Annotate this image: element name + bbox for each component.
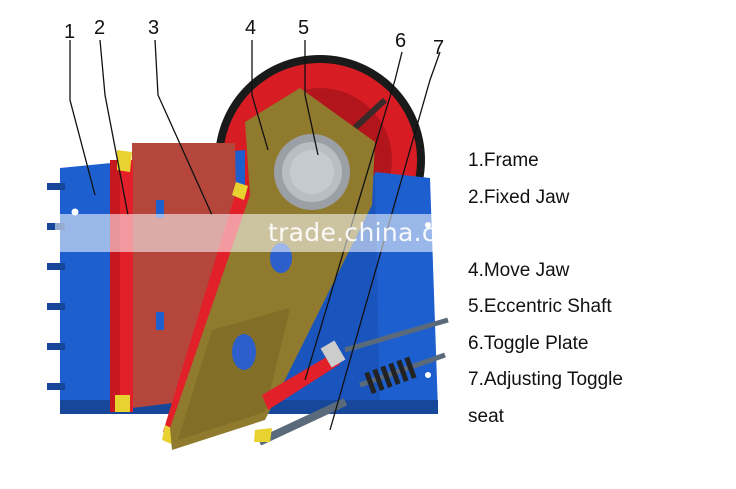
adjusting-toggle-seat: [254, 317, 449, 446]
fixed-jaw: [110, 150, 133, 412]
callout-1: 1: [64, 21, 75, 43]
watermark-band: [55, 214, 680, 252]
callout-6: 6: [395, 30, 406, 52]
callout-7: 7: [433, 37, 444, 59]
legend-item-7-line2: seat: [468, 405, 504, 427]
callout-3: 3: [148, 17, 159, 39]
legend: 1.Frame 2.Fixed Jaw 4.Move Jaw 5.Eccentr…: [468, 143, 623, 435]
legend-item-eccentric-shaft: 5.Eccentric Shaft: [468, 296, 612, 317]
legend-item-7-line1: 7.Adjusting Toggle: [468, 369, 623, 390]
legend-item-frame: 1.Frame: [468, 150, 539, 171]
callout-2: 2: [94, 17, 105, 39]
legend-item-fixed-jaw: 2.Fixed Jaw: [468, 186, 570, 208]
callout-4: 4: [245, 17, 256, 39]
eccentric-shaft: [274, 134, 350, 210]
callout-5: 5: [298, 17, 309, 39]
legend-item-hidden: [468, 216, 623, 253]
watermark: trade.china.cn: [268, 218, 453, 247]
toggle-plate: [262, 352, 340, 410]
legend-item-move-jaw: 4.Move Jaw: [468, 259, 570, 281]
callout-numbers: 1 2 3 4 5 6 7: [64, 17, 444, 59]
callout-leaders: [69, 39, 441, 431]
legend-item-adjusting-toggle-seat: 7.Adjusting Toggle seat: [468, 362, 623, 435]
legend-item-toggle-plate: 6.Toggle Plate: [468, 332, 589, 354]
